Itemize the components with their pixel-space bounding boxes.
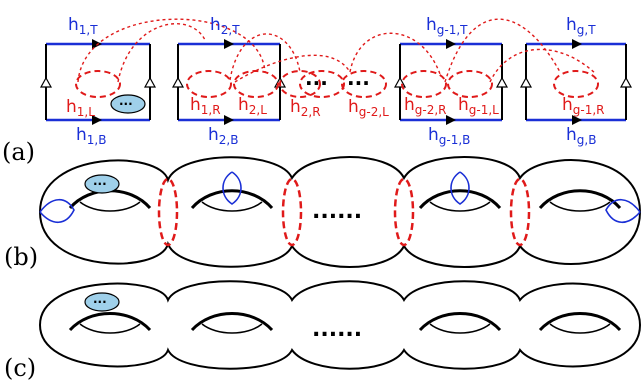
label-h1T: h1,T — [68, 15, 98, 37]
label-hgT: hg,T — [566, 15, 596, 37]
panel-label-c: (c) — [4, 354, 36, 382]
surface-outline-c — [38, 280, 642, 370]
label-hg1L: hg-1,L — [458, 95, 499, 117]
handle-2-square — [171, 39, 287, 125]
label-h1B: h1,B — [76, 125, 106, 147]
label-hg1B: hg-1,B — [428, 125, 470, 147]
panel-b: ··· ...... (b) — [4, 156, 642, 271]
label-hg2L: hg-2,L — [348, 97, 389, 119]
anyon-dots-c: ··· — [93, 295, 107, 309]
label-hg1T: hg-1,T — [426, 15, 468, 37]
label-h1L: h1,L — [66, 97, 95, 119]
anyon-dots-b: ··· — [93, 177, 107, 191]
label-hg1R: hg-1,R — [562, 95, 605, 117]
ellipsis-right: ··· — [347, 71, 370, 95]
blue-cycles-b — [39, 171, 641, 224]
panel-a: ··· ··· ··· h1,T h2,T hg-1,T hg,T h1,B h… — [2, 15, 633, 166]
label-h2B: h2,B — [208, 125, 238, 147]
neck-cuts-b — [157, 177, 531, 247]
anyon-blob-b: ··· — [84, 174, 120, 194]
connecting-arcs — [77, 18, 597, 83]
anyon-dots: ··· — [119, 97, 133, 111]
label-hgB: hg,B — [566, 125, 596, 147]
label-h2R: h2,R — [290, 97, 321, 119]
ellipsis-left: ··· — [305, 71, 328, 95]
panel-label-a: (a) — [2, 138, 35, 166]
label-h2L: h2,L — [238, 95, 267, 117]
anyon-blob-a: ··· — [110, 94, 146, 114]
ellipsis-b: ...... — [312, 199, 362, 224]
handle-g-square — [519, 39, 633, 125]
holes-c — [68, 312, 622, 334]
puncture-ellipses — [75, 70, 599, 98]
panel-c: ··· ...... (c) — [4, 280, 642, 382]
anyon-blob-c: ··· — [84, 292, 120, 312]
label-h2T: h2,T — [210, 15, 240, 37]
handle-1-square — [39, 39, 157, 125]
a-ellipsis: ··· ··· — [299, 70, 387, 98]
panel-label-b: (b) — [4, 243, 38, 271]
label-hg2R: hg-2,R — [404, 95, 447, 117]
ellipsis-c: ...... — [312, 317, 362, 342]
label-h1R: h1,R — [190, 95, 221, 117]
